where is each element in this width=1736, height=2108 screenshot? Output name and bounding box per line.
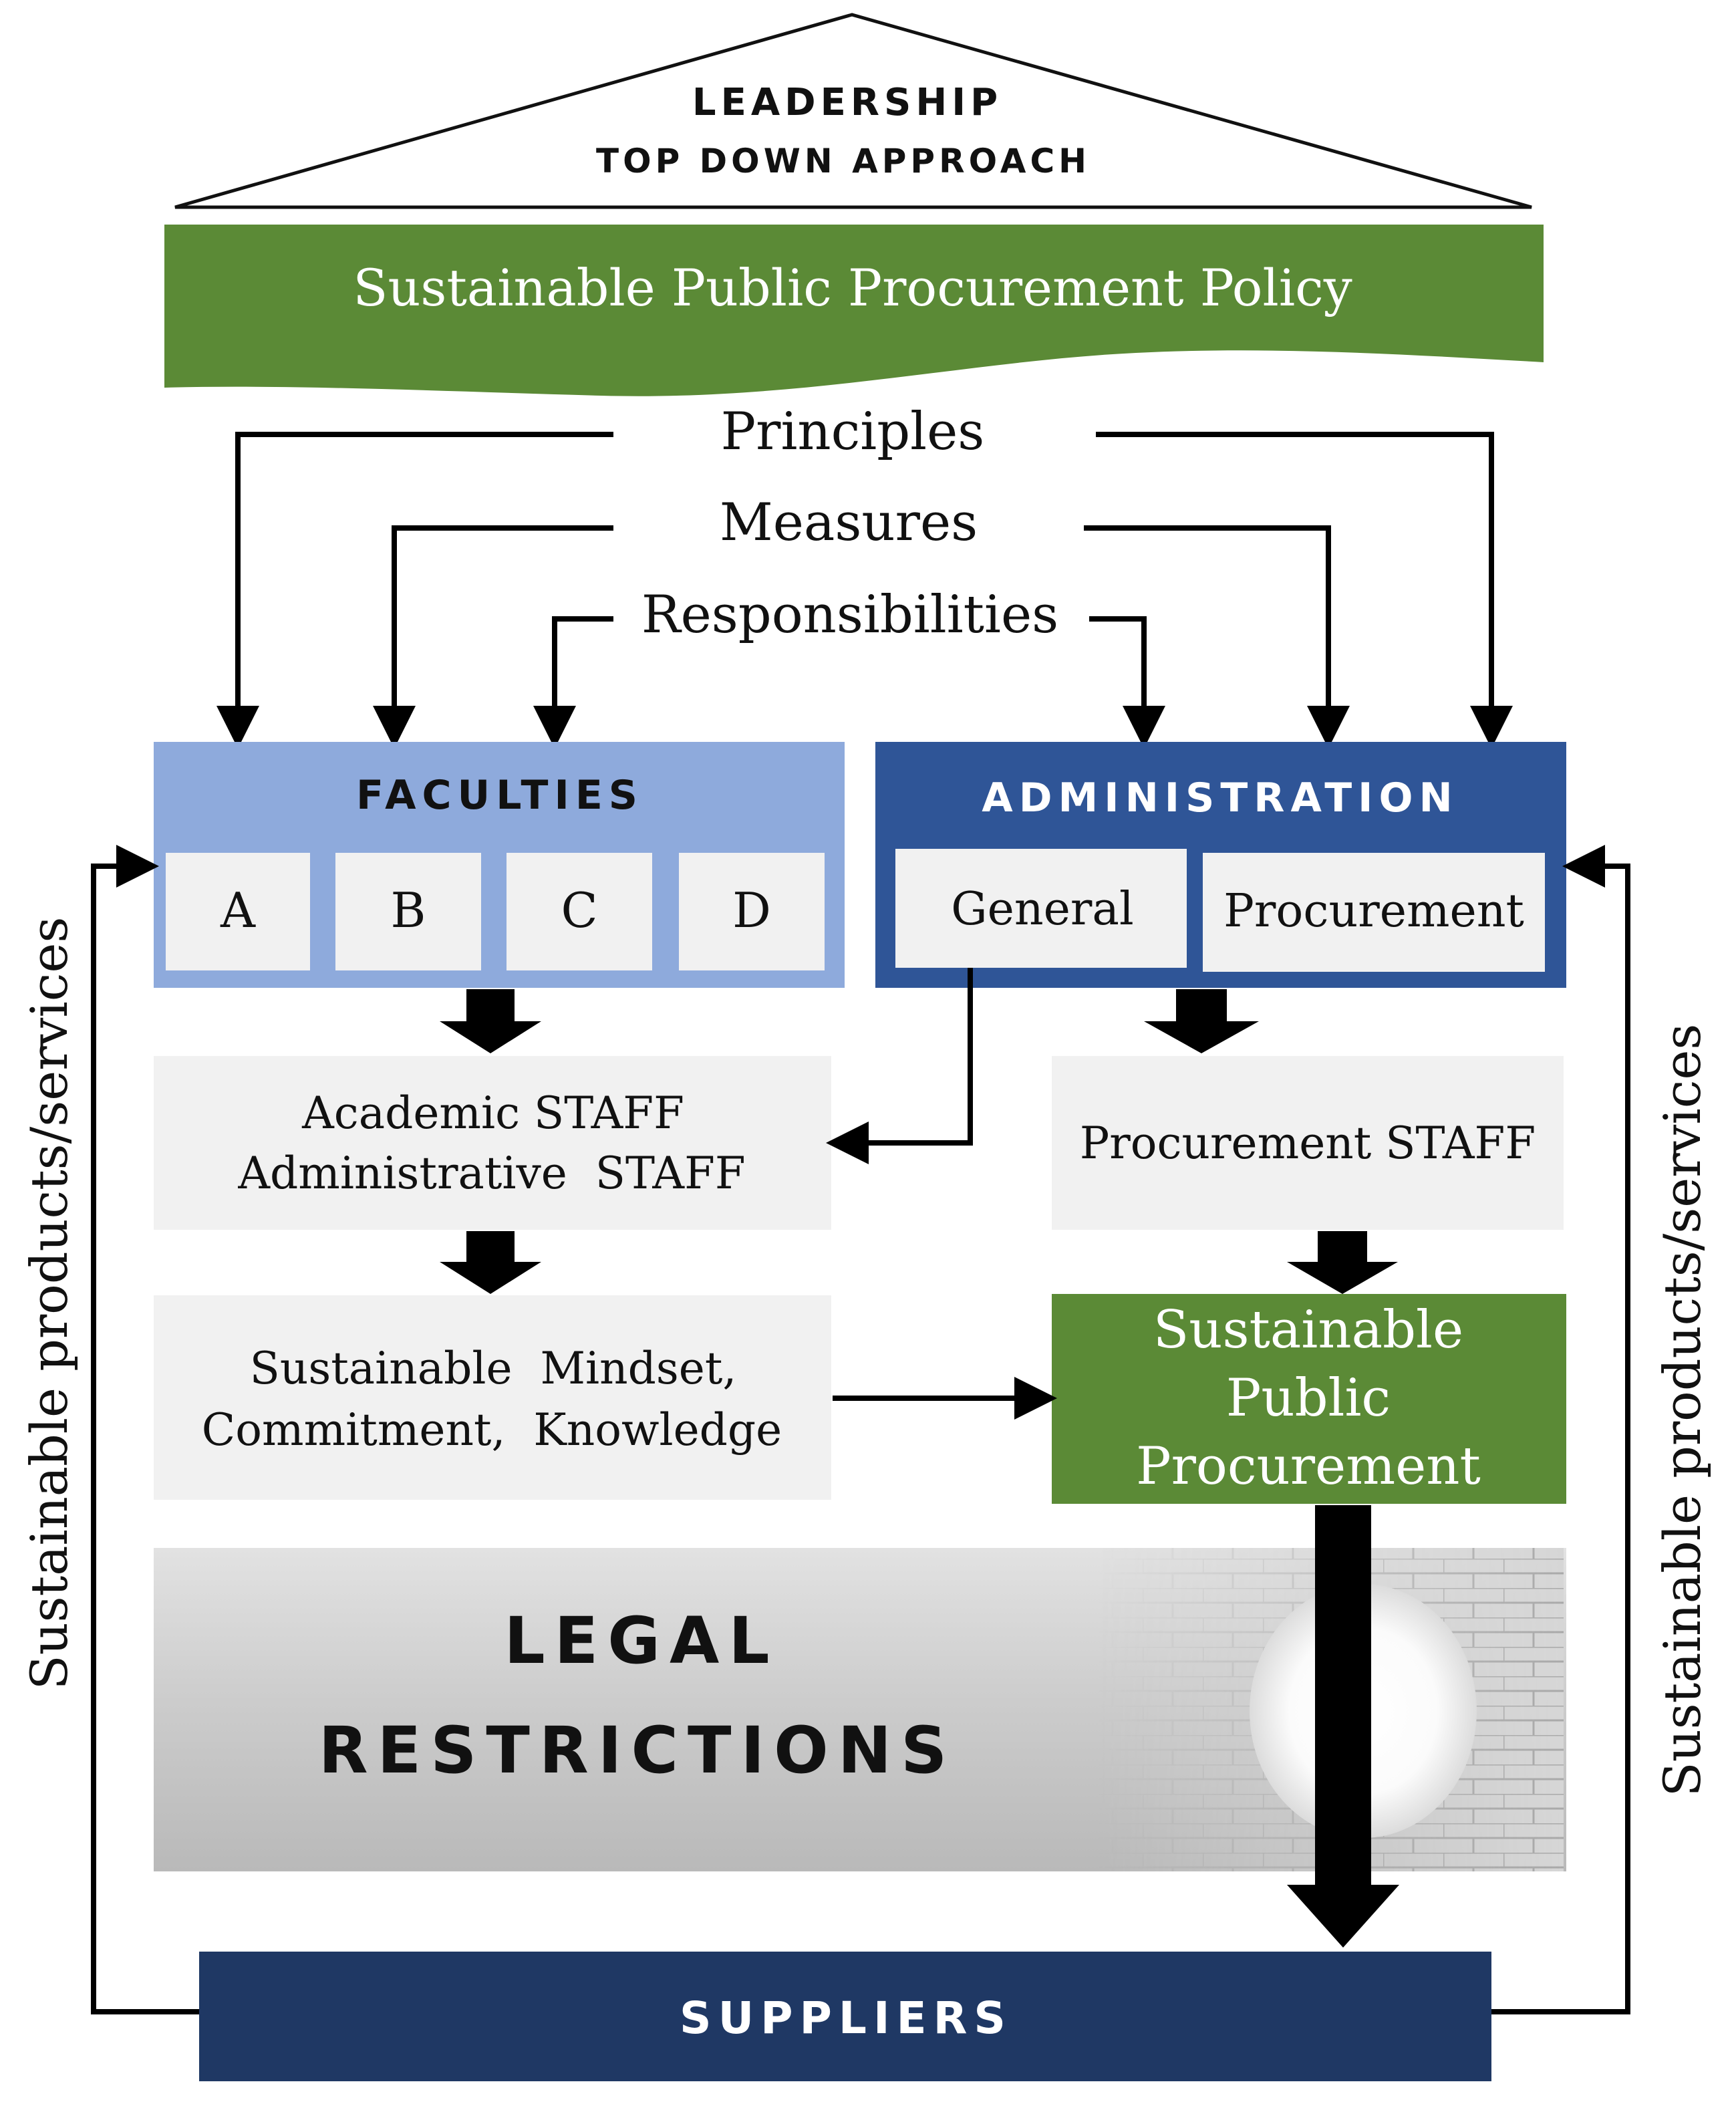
- admin-procurement-label: Procurement: [1223, 885, 1524, 938]
- faculties-down-arrow: [440, 989, 541, 1053]
- roof-leadership-label: LEADERSHIP: [692, 81, 1002, 124]
- faculty-unit-c: C: [507, 853, 652, 970]
- principles-label: Principles: [721, 402, 985, 462]
- mindset-label-line1: Sustainable Mindset,: [250, 1343, 737, 1394]
- spp-to-suppliers-arrow: [1287, 1505, 1399, 1948]
- responsibilities-arrow-right: [1089, 616, 1165, 749]
- side-label-right: Sustainable products/services: [1652, 1024, 1712, 1797]
- administration-title: ADMINISTRATION: [982, 775, 1458, 821]
- mindset-box: Sustainable Mindset, Commitment, Knowled…: [154, 1295, 831, 1500]
- suppliers-to-administration-arrow: [1491, 845, 1630, 2014]
- flow-arrows: [440, 989, 1399, 1948]
- mindset-label-line2: Commitment, Knowledge: [202, 1404, 782, 1456]
- suppliers-to-faculties-arrow: [91, 845, 199, 2014]
- staff-right-box: Procurement STAFF: [1052, 1056, 1564, 1230]
- faculties-box: FACULTIES A B C D: [154, 742, 845, 988]
- measures-arrow-right: [1084, 525, 1350, 749]
- admin-general-label: General: [951, 883, 1133, 936]
- administrative-staff-label: Administrative STAFF: [237, 1148, 745, 1199]
- administration-down-arrow: [1144, 989, 1259, 1053]
- admin-procurement-unit: Procurement: [1203, 853, 1545, 972]
- legal-label-line1: LEGAL: [504, 1603, 778, 1678]
- faculty-unit-a: A: [166, 853, 310, 970]
- connector-arrows: [91, 845, 1630, 2014]
- measures-arrow-left: [373, 525, 613, 749]
- faculty-unit-b: B: [335, 853, 481, 970]
- principles-arrow-right: [1096, 432, 1513, 749]
- staff-right-down-arrow: [1287, 1231, 1398, 1294]
- spp-label-line1: Sustainable: [1153, 1300, 1463, 1360]
- faculties-title: FACULTIES: [356, 772, 643, 819]
- suppliers-label: SUPPLIERS: [680, 1992, 1012, 2044]
- faculty-unit-label: A: [220, 882, 256, 938]
- policy-banner: Sustainable Public Procurement Policy: [164, 225, 1544, 396]
- side-label-left: Sustainable products/services: [19, 917, 79, 1690]
- responsibilities-label: Responsibilities: [641, 585, 1058, 645]
- admin-general-unit: General: [895, 849, 1187, 968]
- administration-box: ADMINISTRATION General Procurement: [875, 742, 1566, 988]
- staff-left-box: Academic STAFF Administrative STAFF: [154, 1056, 831, 1230]
- policy-arrows: [216, 432, 1513, 749]
- general-to-staff-arrow: [826, 968, 973, 1164]
- faculty-unit-label: B: [391, 882, 426, 938]
- suppliers-bar: SUPPLIERS: [199, 1952, 1491, 2081]
- roof-approach-label: TOP DOWN APPROACH: [596, 142, 1091, 180]
- procurement-staff-label: Procurement STAFF: [1080, 1117, 1536, 1169]
- leadership-roof: LEADERSHIP TOP DOWN APPROACH: [174, 13, 1532, 209]
- faculty-unit-d: D: [679, 853, 825, 970]
- faculty-unit-label: D: [732, 882, 771, 938]
- responsibilities-arrow-left: [533, 616, 613, 749]
- staff-left-down-arrow: [440, 1231, 541, 1294]
- measures-label: Measures: [720, 493, 978, 553]
- legal-label-line2: RESTRICTIONS: [319, 1713, 957, 1788]
- principles-arrow-left: [216, 432, 613, 749]
- spp-label-line2: Public: [1226, 1368, 1391, 1428]
- faculty-unit-label: C: [561, 882, 597, 938]
- policy-banner-label: Sustainable Public Procurement Policy: [353, 258, 1352, 317]
- spp-box: Sustainable Public Procurement: [1052, 1294, 1566, 1504]
- academic-staff-label: Academic STAFF: [301, 1087, 684, 1139]
- spp-label-line3: Procurement: [1136, 1436, 1481, 1496]
